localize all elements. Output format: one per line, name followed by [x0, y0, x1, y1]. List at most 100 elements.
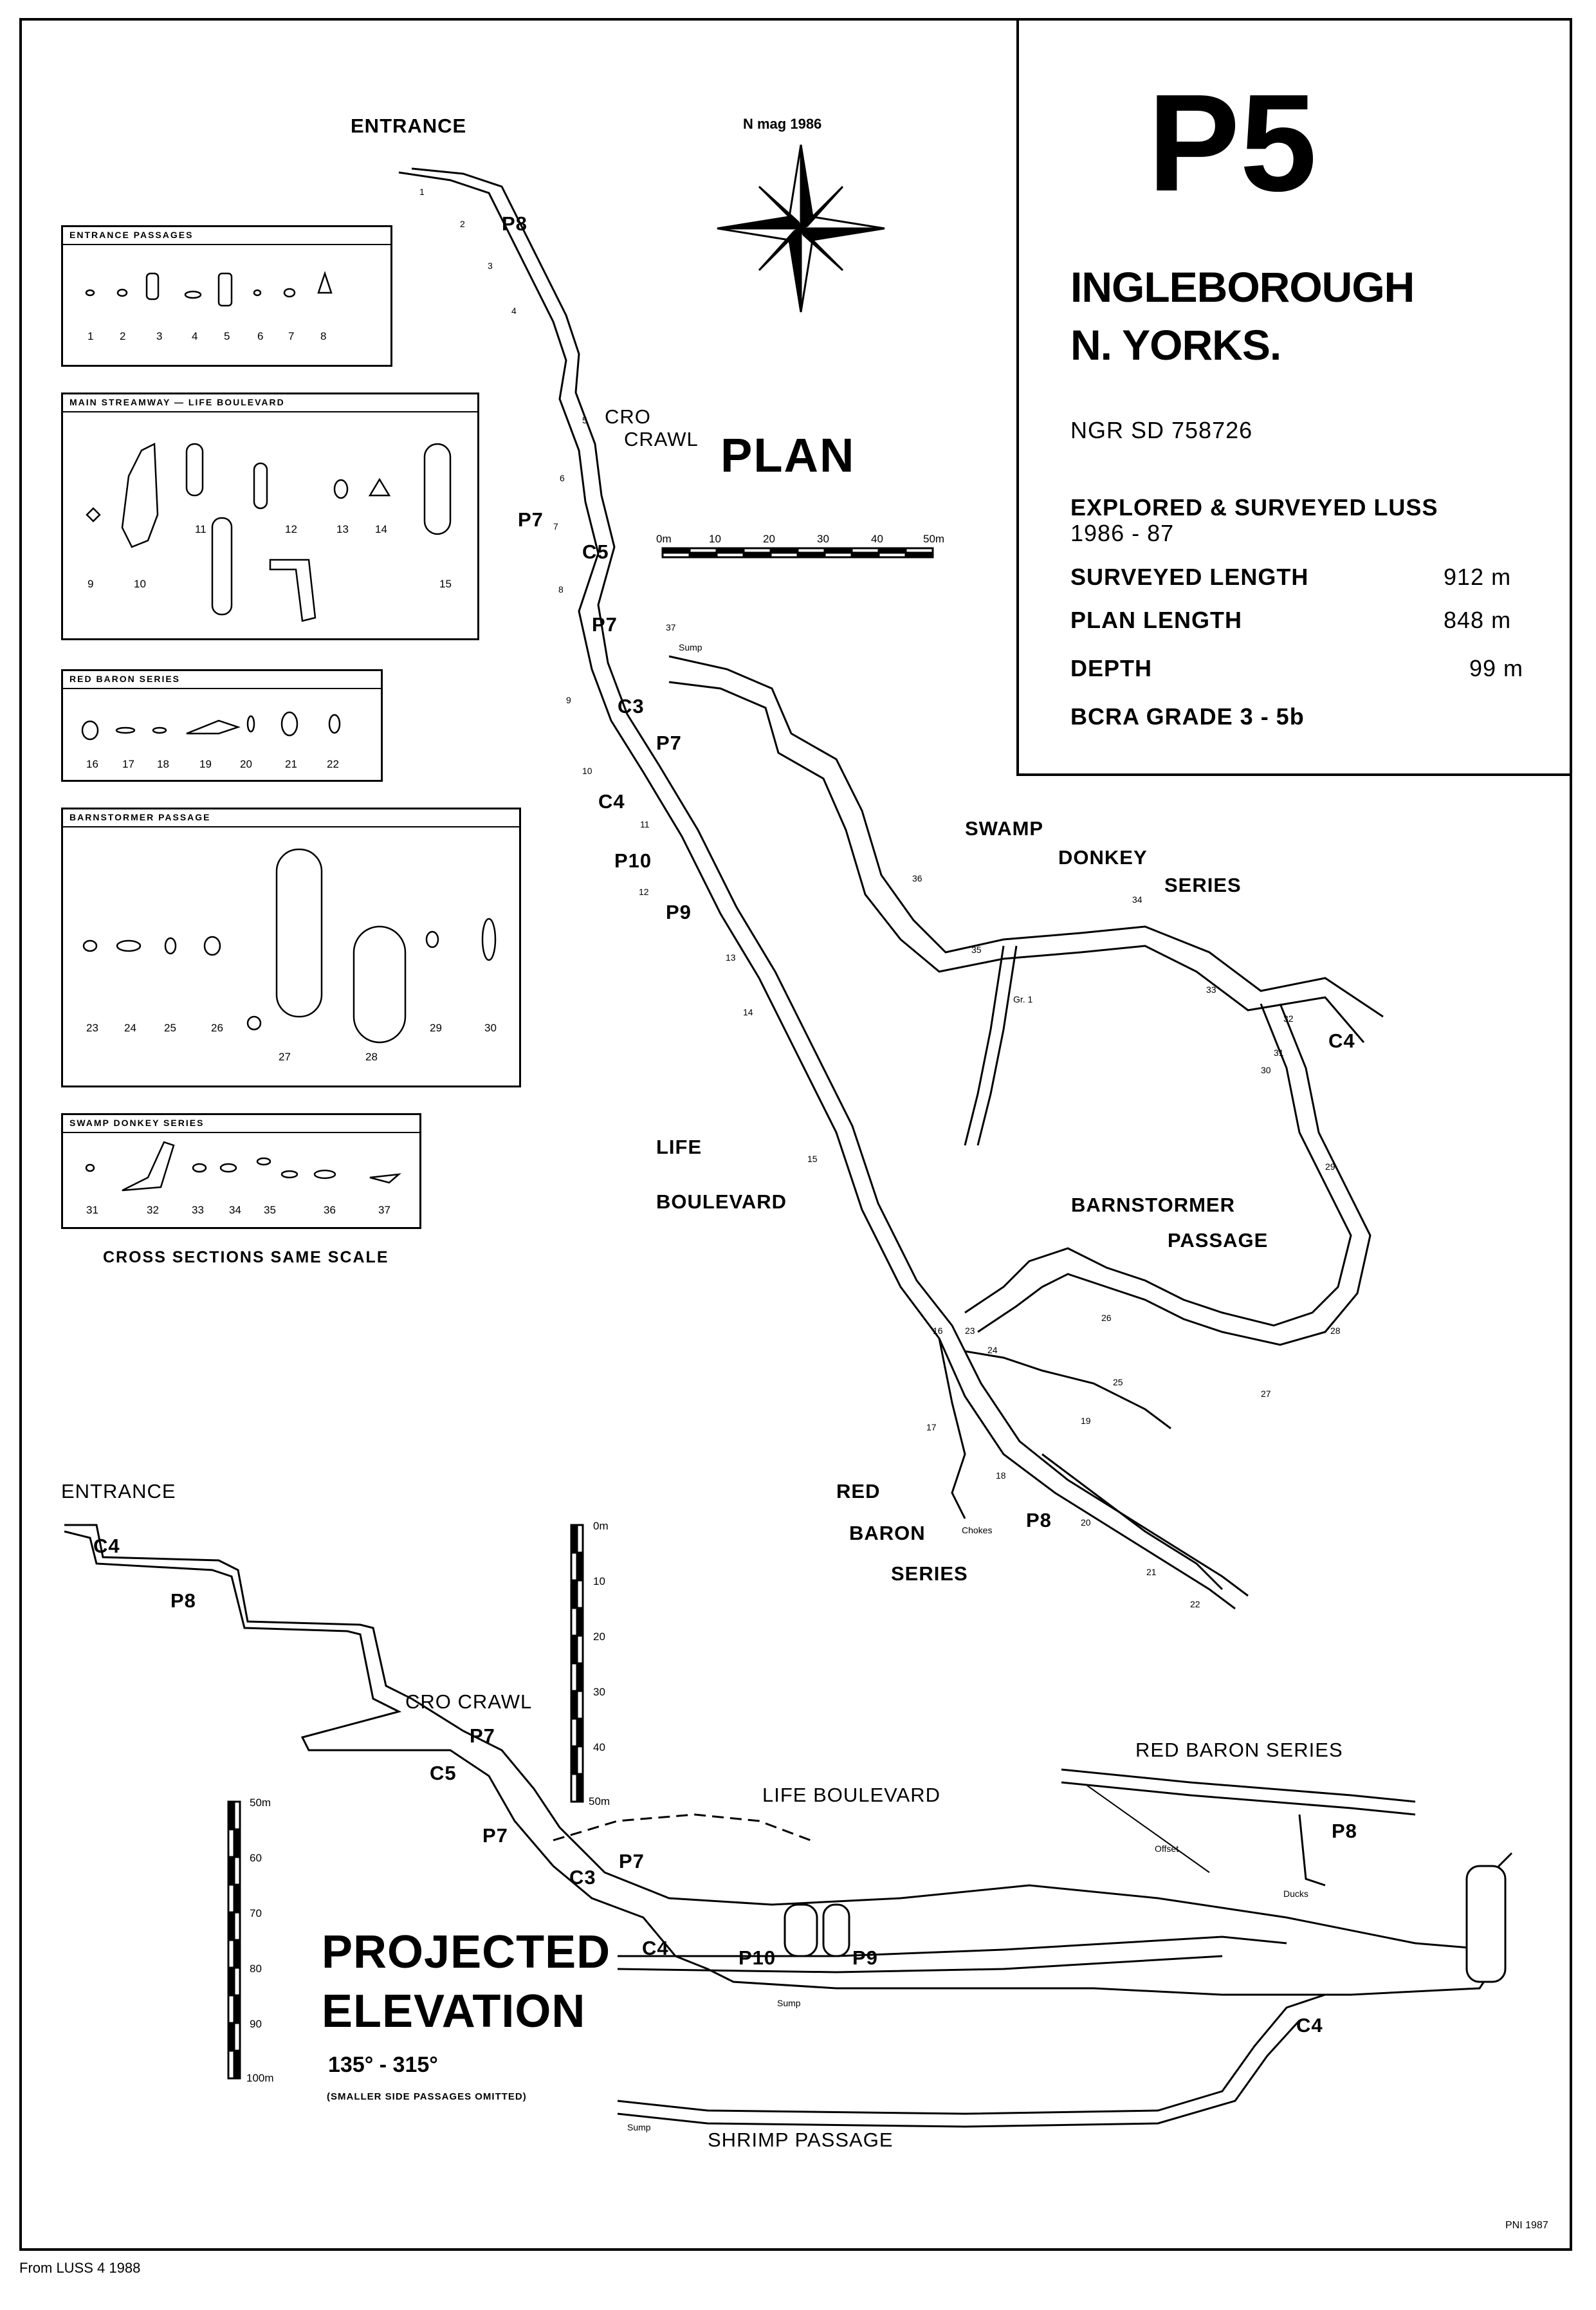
elev-p8-label: P8 — [170, 1589, 196, 1612]
plan-section-number: 18 — [996, 1470, 1006, 1481]
vscale-tick: 50m — [589, 1795, 610, 1807]
plan-section-number: 5 — [582, 415, 587, 425]
plan-passage-label: PASSAGE — [1168, 1229, 1269, 1252]
plan-red-label: RED — [836, 1480, 881, 1502]
plan-section-number: 31 — [1274, 1048, 1284, 1058]
elev-c4-label: C4 — [93, 1535, 120, 1557]
plan-scale-tick: 10 — [709, 533, 721, 545]
plan-pitch-label: P7 — [592, 613, 618, 636]
plan-entrance-label: ENTRANCE — [351, 115, 467, 137]
source-credit: From LUSS 4 1988 — [19, 2260, 141, 2276]
plan-section-number: 6 — [560, 473, 565, 483]
vscale-tick: 40 — [593, 1741, 605, 1753]
elevation-vertical-scale-bottom — [227, 1800, 241, 2080]
plan-section-number: 30 — [1261, 1065, 1271, 1075]
plan-barnstormer-label: BARNSTORMER — [1071, 1194, 1235, 1216]
plan-pitch-label: P10 — [614, 849, 652, 872]
section-label: 25 — [164, 1022, 176, 1034]
plan-swamp-label: SWAMP — [965, 817, 1044, 840]
vscale-tick: 50m — [250, 1797, 271, 1809]
vscale-tick: 0m — [593, 1520, 609, 1532]
xsection-box-entrance: ENTRANCE PASSAGES 1 2 3 4 5 6 7 8 — [61, 225, 392, 367]
plan-pitch-label: P8 — [1026, 1509, 1052, 1531]
section-label: 37 — [378, 1204, 390, 1216]
stat-surveyed-value: 912 m — [1444, 564, 1512, 590]
xsection-box-main-streamway: MAIN STREAMWAY — LIFE BOULEVARD 9 10 11 … — [61, 393, 479, 640]
section-label: 33 — [192, 1204, 204, 1216]
vscale-tick: 90 — [250, 2018, 262, 2030]
elevation-profile — [64, 1524, 1513, 2128]
plan-section-number: 27 — [1261, 1389, 1271, 1399]
elev-p8-label: P8 — [1332, 1820, 1357, 1842]
elevation-heading-line1: PROJECTED — [322, 1927, 611, 1978]
section-label: 12 — [285, 523, 297, 535]
plan-section-number: 16 — [933, 1326, 943, 1336]
plan-series-label: SERIES — [1164, 874, 1242, 896]
xsection-title: RED BARON SERIES — [69, 674, 181, 684]
plan-section-number: 19 — [1081, 1416, 1091, 1426]
plan-section-number: 33 — [1206, 984, 1216, 995]
plan-section-number: 23 — [965, 1326, 975, 1336]
plan-section-number: 15 — [807, 1154, 818, 1164]
elev-c4-label: C4 — [642, 1937, 669, 1959]
plan-scale-tick: 50m — [923, 533, 945, 545]
plan-pitch-label: C4 — [1328, 1030, 1355, 1052]
xsection-title: SWAMP DONKEY SERIES — [69, 1118, 205, 1128]
section-label: 34 — [229, 1204, 241, 1216]
elev-p7-label: P7 — [619, 1850, 645, 1872]
plan-chokes-label: Chokes — [962, 1525, 993, 1535]
vscale-tick: 100m — [246, 2072, 274, 2084]
elev-c4-label: C4 — [1296, 2014, 1323, 2037]
grid-reference: NGR SD 758726 — [1070, 417, 1253, 443]
plan-boulevard-label: BOULEVARD — [656, 1190, 787, 1213]
plan-sump-label: Sump — [679, 642, 702, 652]
plan-section-number: 34 — [1132, 894, 1142, 905]
section-label: 15 — [439, 578, 452, 590]
explored-years: 1986 - 87 — [1070, 520, 1175, 546]
xsection-box-red-baron: RED BARON SERIES 16 17 18 19 20 21 22 — [61, 669, 383, 782]
plan-swamp-donkey — [668, 655, 1384, 1146]
north-arrow-label: N mag 1986 — [743, 116, 822, 132]
plan-section-number: 4 — [511, 306, 517, 316]
section-label: 14 — [375, 523, 387, 535]
plan-section-number: 26 — [1101, 1313, 1112, 1323]
plan-section-number: 35 — [971, 945, 982, 955]
xsection-box-barnstormer: BARNSTORMER PASSAGE 23 24 25 26 27 28 29… — [61, 808, 521, 1087]
elevation-heading-line2: ELEVATION — [322, 1986, 586, 2037]
plan-section-number: 20 — [1081, 1517, 1091, 1528]
xsection-title: ENTRANCE PASSAGES — [69, 230, 194, 240]
plan-pitch-label: C3 — [618, 695, 645, 717]
section-label: 9 — [87, 578, 94, 590]
plan-section-number: 14 — [743, 1007, 753, 1017]
plan-section-number: 21 — [1146, 1567, 1157, 1577]
compass-rose-icon — [717, 144, 885, 313]
plan-section-number: 7 — [553, 521, 558, 531]
plan-pitch-label: P7 — [656, 732, 682, 754]
section-label: 10 — [134, 578, 146, 590]
vscale-tick: 10 — [593, 1575, 605, 1587]
plan-gr1-label: Gr. 1 — [1013, 994, 1033, 1004]
elev-red-baron-label: RED BARON SERIES — [1135, 1739, 1343, 1761]
section-label: 23 — [86, 1022, 98, 1034]
vscale-tick: 30 — [593, 1686, 605, 1698]
plan-section-number: 37 — [666, 622, 676, 633]
section-label: 31 — [86, 1204, 98, 1216]
elevation-bearing: 135° - 315° — [328, 2053, 438, 2077]
elev-c5-label: C5 — [430, 1762, 457, 1784]
section-label: 29 — [430, 1022, 442, 1034]
stat-plan-label: PLAN LENGTH — [1070, 607, 1242, 633]
plan-section-number: 24 — [987, 1345, 998, 1355]
plan-section-number: 1 — [419, 187, 425, 197]
plan-section-number: 2 — [460, 219, 465, 229]
plan-donkey-label: DONKEY — [1058, 846, 1148, 869]
elev-sump-label: Sump — [627, 2122, 651, 2132]
vscale-tick: 20 — [593, 1631, 605, 1643]
section-label: 28 — [365, 1051, 378, 1063]
elev-shrimp-passage-label: SHRIMP PASSAGE — [708, 2129, 894, 2151]
section-label: 35 — [264, 1204, 276, 1216]
section-label: 30 — [484, 1022, 497, 1034]
elev-cro-crawl-label: CRO CRAWL — [405, 1690, 533, 1713]
plan-section-number: 17 — [926, 1422, 937, 1432]
section-label: 6 — [257, 330, 264, 342]
plan-red-baron-series — [938, 1338, 1224, 1591]
